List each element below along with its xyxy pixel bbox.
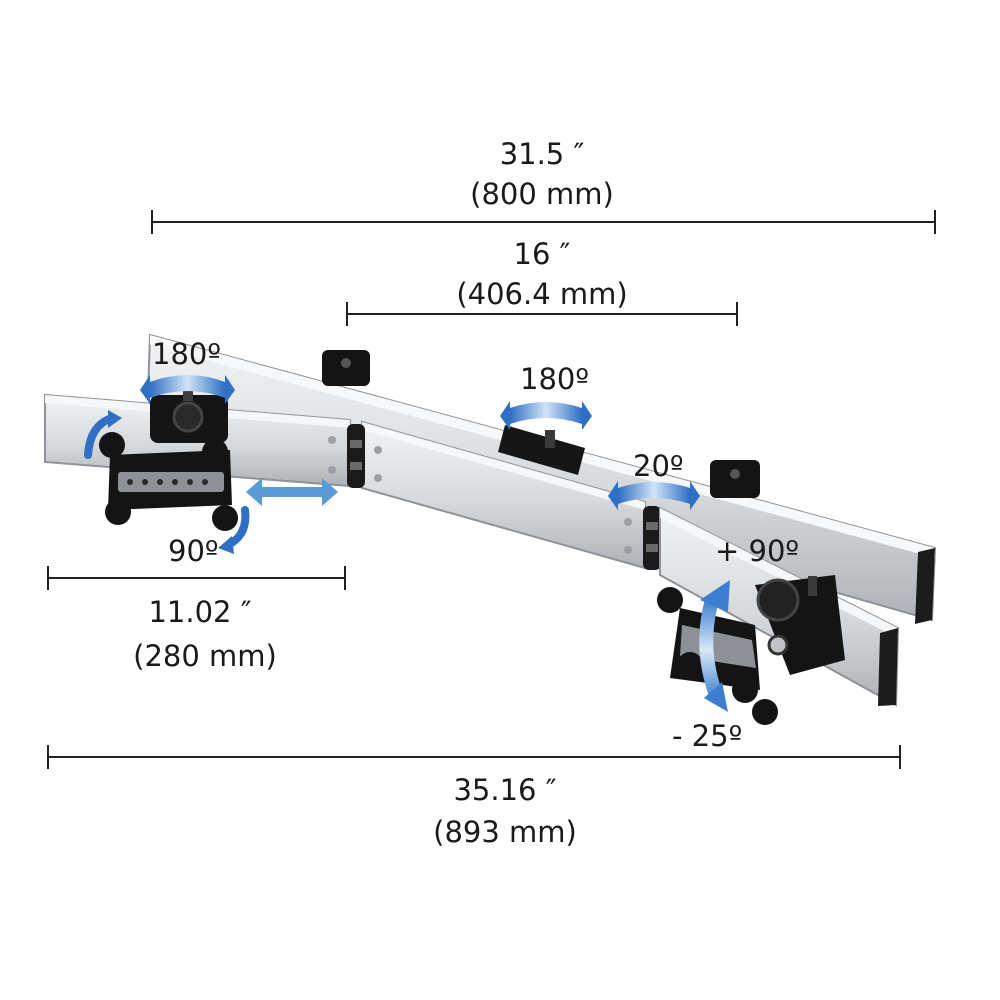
overall-width-mm: (800 mm) bbox=[470, 177, 614, 211]
center-span-inch: 16 ″ bbox=[513, 237, 571, 271]
left-swivel-angle: 180º bbox=[152, 337, 222, 371]
extension-arrow bbox=[246, 478, 338, 506]
center-swivel-angle: 180º bbox=[520, 362, 590, 396]
right-vesa-mount bbox=[657, 575, 845, 725]
swivel-arrow-right bbox=[608, 481, 700, 510]
center-pivot bbox=[498, 425, 585, 475]
tilt-down-angle: - 25º bbox=[672, 719, 743, 753]
rotate-arrow-top bbox=[84, 410, 122, 459]
wall-tab-right bbox=[710, 460, 760, 498]
left-vesa-mount bbox=[99, 385, 238, 531]
arm-extension-inch: 11.02 ″ bbox=[148, 595, 252, 629]
dimension-line-arm-extension bbox=[47, 566, 346, 590]
dimension-line-max-reach bbox=[47, 745, 901, 769]
max-reach-mm: (893 mm) bbox=[433, 815, 577, 849]
swivel-arrow-left bbox=[140, 375, 235, 404]
dimension-line-overall-width bbox=[151, 210, 936, 234]
overall-width-inch: 31.5 ″ bbox=[499, 137, 585, 171]
tilt-arrow bbox=[699, 580, 730, 712]
hinge-right bbox=[643, 506, 661, 570]
wall-tab-left bbox=[322, 350, 370, 386]
tilt-up-angle: + 90º bbox=[715, 534, 800, 568]
max-reach-inch: 35.16 ″ bbox=[453, 773, 557, 807]
hinge-left bbox=[347, 424, 365, 488]
right-swivel-angle: 20º bbox=[633, 449, 684, 483]
rotate-arrow-bottom bbox=[218, 506, 250, 554]
dimension-line-center-span bbox=[346, 302, 738, 326]
swivel-arrow-center bbox=[500, 401, 592, 430]
center-span-mm: (406.4 mm) bbox=[456, 277, 628, 311]
left-rotate-angle: 90º bbox=[168, 534, 219, 568]
arm-extension-mm: (280 mm) bbox=[133, 639, 277, 673]
